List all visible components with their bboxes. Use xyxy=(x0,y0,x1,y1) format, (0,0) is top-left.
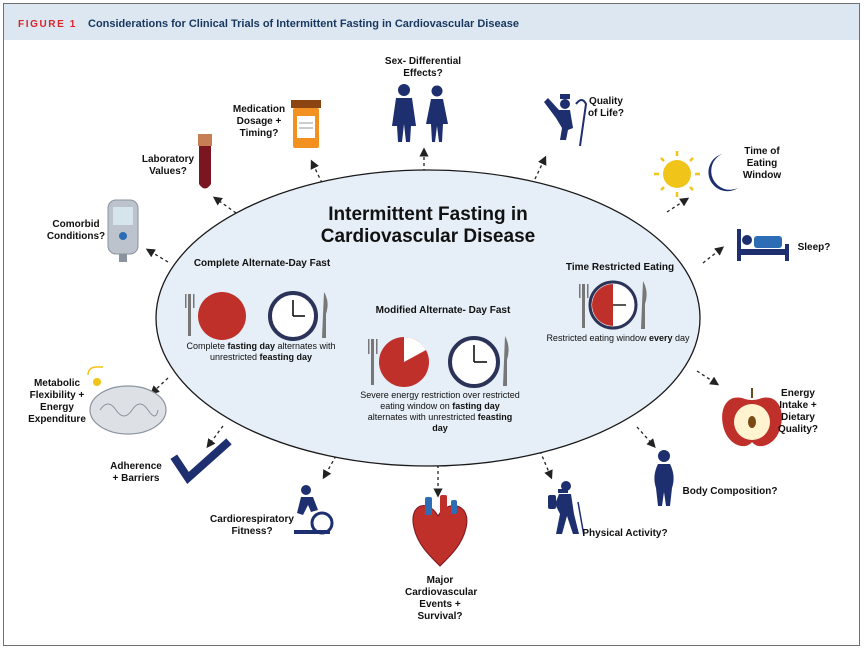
complete-fast-caption: Complete fasting day alternates with unr… xyxy=(186,341,336,362)
complete-fast-heading: Complete Alternate-Day Fast xyxy=(193,258,331,269)
sleep-label: Sleep? xyxy=(797,242,831,253)
figure-title: Considerations for Clinical Trials of In… xyxy=(88,18,519,30)
laboratory-label: Laboratory Values? xyxy=(141,154,195,177)
body-composition-label: Body Composition? xyxy=(682,486,778,497)
sun-icon xyxy=(654,151,700,197)
connector-arrows xyxy=(145,147,725,498)
blood-tube-icon xyxy=(198,134,212,189)
tre-caption: Restricted eating window every day xyxy=(546,333,690,343)
sex-effects-label: Sex- Differential Effects? xyxy=(384,56,462,79)
mitochondria-icon xyxy=(87,366,167,435)
modified-fast-heading: Modified Alternate- Day Fast xyxy=(375,305,511,316)
bed-icon xyxy=(737,229,789,261)
physical-activity-label: Physical Activity? xyxy=(582,528,668,539)
quality-of-life-label: Quality of Life? xyxy=(587,96,625,119)
complete-fast-clock-icon xyxy=(268,291,328,341)
cardiorespiratory-label: Cardiorespiratory Fitness? xyxy=(210,514,294,537)
apple-icon xyxy=(722,388,782,447)
checkmark-icon xyxy=(170,438,232,485)
heart-icon xyxy=(412,495,468,567)
tre-heading: Time Restricted Eating xyxy=(565,262,675,273)
adherence-label: Adherence + Barriers xyxy=(110,461,162,484)
glucometer-icon xyxy=(107,199,139,262)
eating-window-label: Time of Eating Window xyxy=(742,146,782,181)
male-female-figures-icon xyxy=(392,84,448,142)
cyclist-icon xyxy=(294,485,334,535)
modified-fast-clock-icon xyxy=(448,336,509,388)
joyful-person-icon xyxy=(544,94,588,147)
modified-fast-plate-icon xyxy=(368,336,429,387)
time-restricted-clock-icon xyxy=(579,280,647,330)
pill-bottle-icon xyxy=(291,100,321,148)
modified-fast-caption: Severe energy restriction over restricte… xyxy=(360,390,520,433)
hiker-icon xyxy=(548,481,585,537)
complete-fast-plate-icon xyxy=(185,292,246,340)
comorbid-label: Comorbid Conditions? xyxy=(46,219,106,242)
figure-header: FIGURE 1 Considerations for Clinical Tri… xyxy=(4,4,859,40)
figure-number: FIGURE 1 xyxy=(18,19,77,30)
center-title: Intermittent Fasting in Cardiovascular D… xyxy=(320,204,536,247)
metabolic-label: Metabolic Flexibility + Energy Expenditu… xyxy=(28,378,86,425)
central-ellipse xyxy=(155,169,701,467)
energy-intake-label: Energy Intake + Dietary Quality? xyxy=(777,388,818,435)
mace-label: Major Cardiovascular Events + Survival? xyxy=(405,575,478,622)
body-figure-icon xyxy=(654,450,674,506)
medication-label: Medication Dosage + Timing? xyxy=(232,104,286,139)
moon-icon xyxy=(708,154,738,192)
